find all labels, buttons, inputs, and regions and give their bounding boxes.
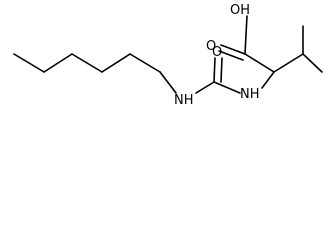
amide-nh-alpha-label: NH: [240, 87, 260, 102]
urea-oxygen-label: O: [212, 45, 222, 60]
hydroxyl-label: OH: [230, 3, 250, 18]
hexyl-chain: [13, 53, 177, 94]
amide-nh-hexyl-label: NH: [174, 93, 194, 108]
bond-carbonyl-to-nh: [213, 81, 241, 94]
bond-carboxyl-co-b: [218, 50, 244, 61]
carboxyl-oxygen-label: O: [206, 39, 216, 54]
urea-linkage: [195, 57, 241, 94]
bond-hexyl-1: [13, 53, 45, 73]
bond-carboxyl-to-oh: [244, 15, 248, 55]
bond-hexyl-4: [101, 53, 131, 73]
bond-hexyl-2: [43, 53, 73, 73]
bond-beta-to-methyl-down: [302, 53, 323, 73]
bond-carboxyl-co-a: [220, 44, 246, 55]
bond-alpha-to-beta: [273, 53, 304, 73]
structural-formula: OH O O NH NH: [13, 3, 323, 108]
bond-nh-to-carbonyl: [195, 81, 215, 94]
valine-backbone: [218, 15, 323, 89]
bond-alpha-to-carboxyl: [244, 53, 275, 73]
bond-nh-to-alpha: [261, 71, 275, 89]
bond-urea-co-a: [213, 57, 216, 83]
bond-hexyl-3: [71, 53, 103, 73]
bond-hexyl-5: [129, 53, 161, 73]
bond-urea-co-b: [220, 57, 223, 83]
bond-hexyl-to-nh: [159, 71, 177, 94]
